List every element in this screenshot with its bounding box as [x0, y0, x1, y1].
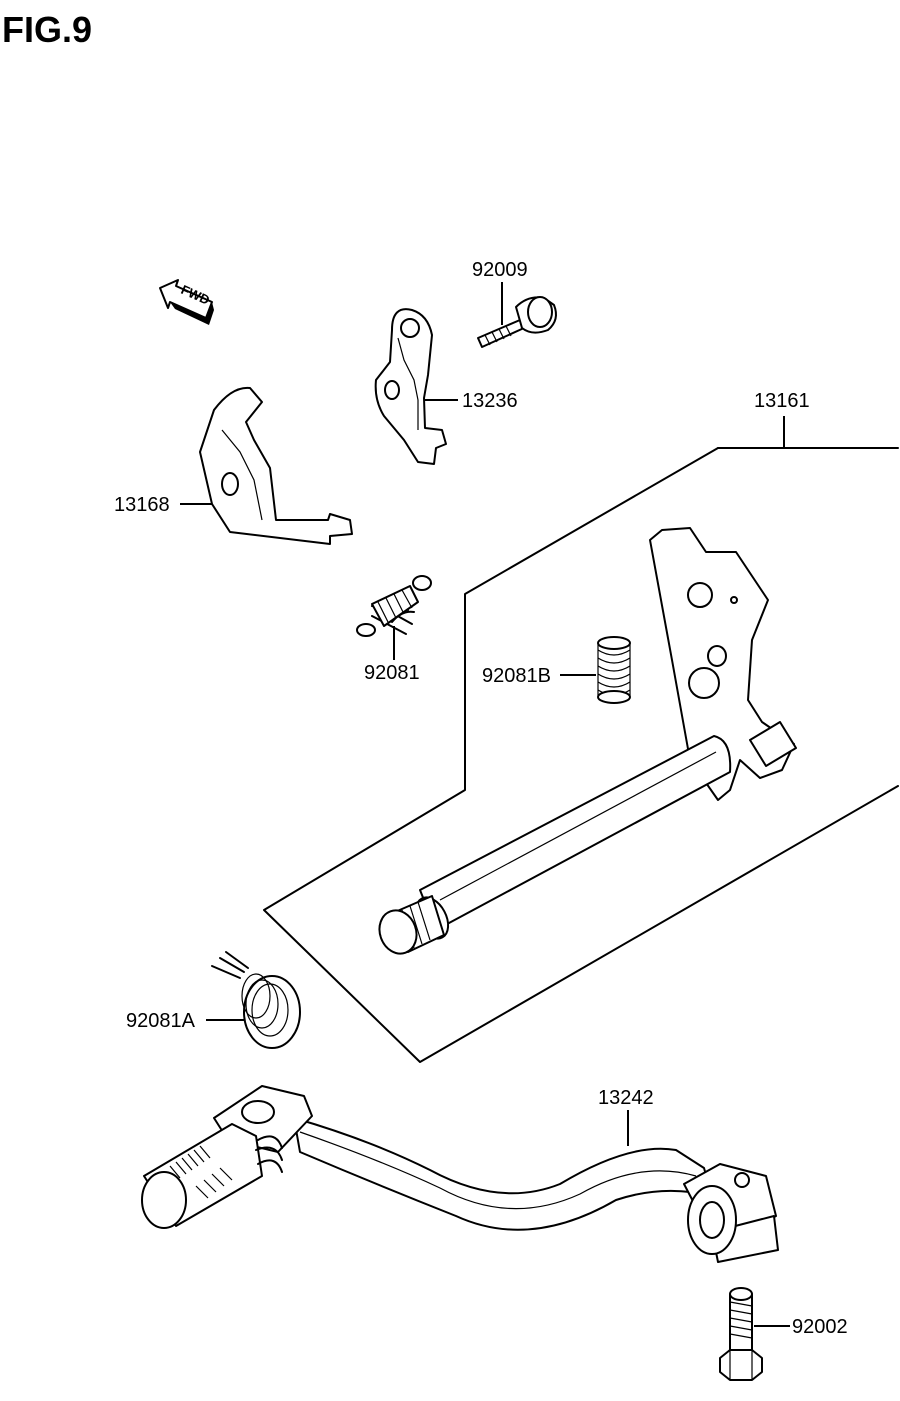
part-label-13236: 13236 — [462, 390, 518, 412]
part-label-13168: 13168 — [114, 494, 170, 516]
bolt-92002 — [719, 1287, 763, 1381]
shaft-assembly-13161 — [263, 416, 899, 1063]
part-label-92081b: 92081B — [482, 665, 551, 687]
lever-13236 — [374, 308, 447, 465]
part-label-92081a: 92081A — [126, 1010, 196, 1032]
figure-title: FIG.9 — [2, 9, 92, 50]
bolt-92009 — [477, 282, 557, 348]
part-label-13161: 13161 — [754, 390, 810, 412]
spring-92081a — [211, 951, 301, 1049]
part-label-92009: 92009 — [472, 259, 528, 281]
stopper-13168 — [199, 386, 353, 545]
part-label-92081: 92081 — [364, 662, 420, 684]
shift-pedal-13242 — [141, 1085, 779, 1263]
spring-92081 — [356, 575, 432, 637]
spring-92081b — [597, 636, 631, 704]
part-label-13242: 13242 — [598, 1087, 654, 1109]
fwd-arrow-icon: FWD — [159, 279, 214, 325]
part-label-92002: 92002 — [792, 1316, 848, 1338]
